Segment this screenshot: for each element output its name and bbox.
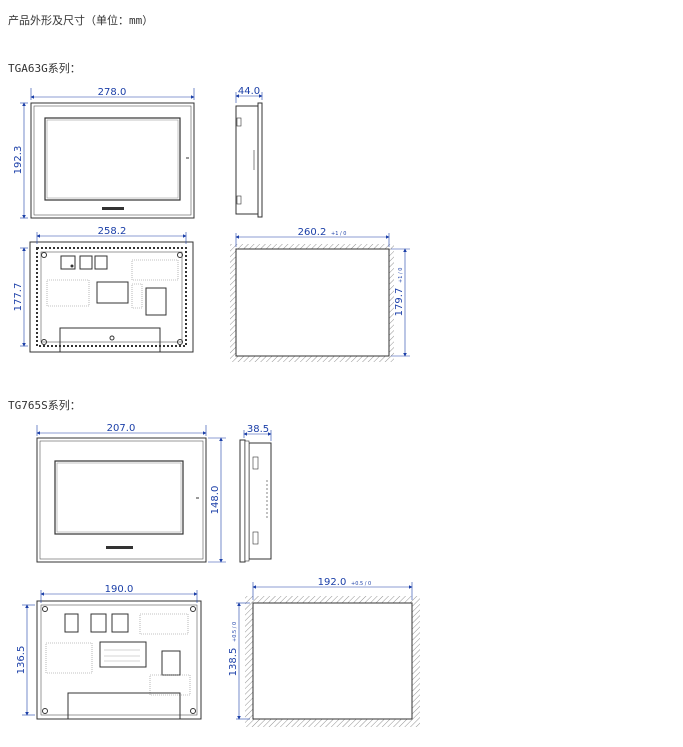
brand-logo — [106, 546, 133, 549]
tga63g-cutout-width-dimension: 260.2 +1 / 0 — [235, 227, 390, 247]
tga63g-cutout-width: 260.2 — [298, 227, 327, 238]
tga63g-front-height-dimension: 192.3 — [13, 102, 28, 219]
tga63g-cutout-height: 179.7 — [394, 288, 405, 317]
tg765s-front-height: 148.0 — [210, 486, 221, 515]
tga63g-panel-cutout — [230, 244, 394, 362]
tga63g-rear-height: 177.7 — [13, 283, 24, 312]
page-title: 产品外形及尺寸（单位：mm） — [8, 14, 154, 27]
tg765s-front-height-dimension: 148.0 — [208, 437, 226, 563]
tg765s-cutout-width-tolerance: +0.5 / 0 — [351, 581, 371, 587]
tga63g-front-height: 192.3 — [13, 146, 24, 175]
tga63g-side-view — [235, 102, 263, 218]
tg765s-cutout-height-tolerance: +0.5 / 0 — [232, 622, 238, 642]
tg765s-rear-view — [36, 600, 202, 720]
tg765s-side-depth-dimension: 38.5 — [243, 424, 272, 441]
tga63g-rear-height-dimension: 177.7 — [13, 247, 28, 347]
tg765s-side-depth: 38.5 — [247, 424, 269, 435]
brand-logo — [102, 207, 124, 210]
tga63g-cutout-width-tolerance: +1 / 0 — [331, 231, 346, 237]
tg765s-rear-width-dimension: 190.0 — [40, 584, 198, 603]
tga63g-front-view — [30, 102, 195, 219]
tga63g-front-width-dimension: 278.0 — [30, 87, 195, 100]
section-label-tga63g: TGA63G系列： — [8, 62, 81, 75]
tga63g-side-depth-dimension: 44.0 — [235, 86, 263, 103]
tg765s-panel-cutout — [245, 596, 420, 727]
tga63g-side-depth: 44.0 — [238, 86, 260, 97]
tga63g-cutout-height-dimension: 179.7 +1 / 0 — [391, 248, 410, 357]
tg765s-front-width: 207.0 — [107, 423, 136, 434]
section-label-tg765s: TG765S系列： — [8, 399, 81, 412]
tga63g-rear-width: 258.2 — [98, 226, 127, 237]
tga63g-rear-view — [29, 241, 194, 353]
tg765s-cutout-height-dimension: 138.5 +0.5 / 0 — [228, 602, 250, 720]
tg765s-front-width-dimension: 207.0 — [36, 423, 207, 436]
tg765s-rear-height: 136.5 — [16, 646, 27, 675]
tga63g-rear-width-dimension: 258.2 — [36, 226, 187, 244]
tg765s-rear-height-dimension: 136.5 — [16, 604, 35, 716]
tg765s-rear-width: 190.0 — [105, 584, 134, 595]
tg765s-cutout-width-dimension: 192.0 +0.5 / 0 — [252, 577, 413, 600]
tg765s-front-view — [36, 437, 207, 563]
tg765s-cutout-height: 138.5 — [228, 648, 239, 677]
tga63g-cutout-height-tolerance: +1 / 0 — [398, 268, 404, 283]
tg765s-cutout-width: 192.0 — [318, 577, 347, 588]
tga63g-front-width: 278.0 — [98, 87, 127, 98]
tg765s-side-view — [239, 439, 272, 563]
